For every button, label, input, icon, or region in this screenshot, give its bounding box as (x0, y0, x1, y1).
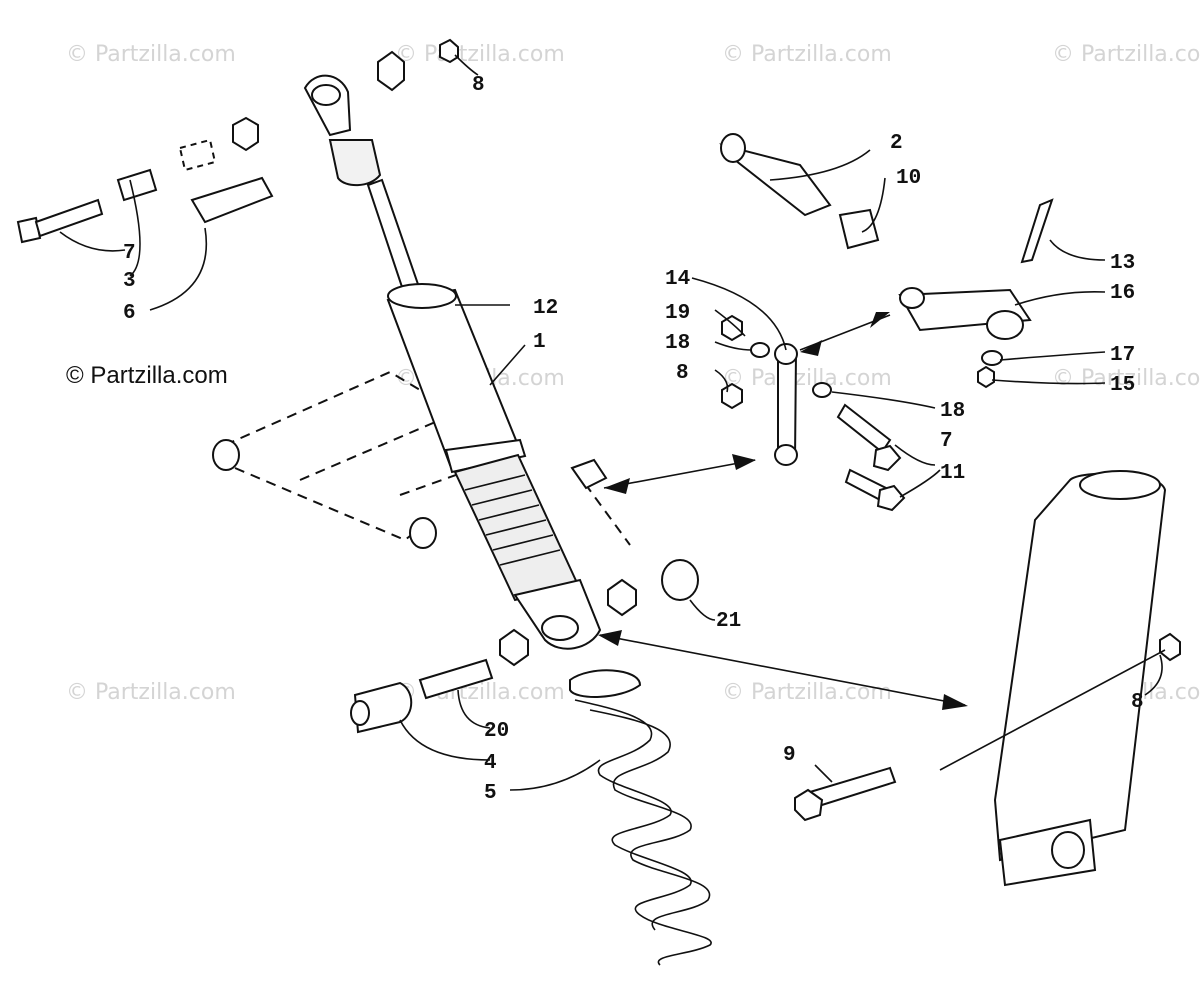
linkage-assembly (719, 133, 1054, 512)
callout-21: 21 (716, 610, 741, 633)
watermark: © Partzilla.com (66, 680, 236, 705)
callout-3: 3 (123, 270, 136, 293)
callout-8-mid: 8 (676, 362, 689, 385)
callout-18-right: 18 (940, 400, 965, 423)
bottom-mount-hardware (350, 559, 699, 734)
callout-18-left: 18 (665, 332, 690, 355)
spindle (794, 470, 1181, 887)
copyright-credit: © Partzilla.com (66, 362, 228, 389)
leader-lines (59, 54, 1166, 791)
watermark: © Partzilla.com (395, 42, 565, 67)
callout-7-mid: 7 (940, 430, 953, 453)
watermark: © Partzilla.com (66, 42, 236, 67)
callout-11: 11 (940, 462, 965, 485)
top-mount-hardware (16, 38, 459, 244)
callout-17: 17 (1110, 344, 1135, 367)
shock-absorber (303, 74, 602, 650)
callout-16: 16 (1110, 282, 1135, 305)
callout-7-left: 7 (123, 242, 136, 265)
callout-2: 2 (890, 132, 903, 155)
callout-12: 12 (533, 297, 558, 320)
callout-9: 9 (783, 744, 796, 767)
callout-8-right: 8 (1131, 691, 1144, 714)
watermark: © Partzilla.com (722, 42, 892, 67)
callout-numbers: 8 7 3 6 12 1 2 10 13 16 17 15 14 19 18 8… (123, 74, 1144, 805)
callout-19: 19 (665, 302, 690, 325)
callout-15: 15 (1110, 374, 1135, 397)
callout-20: 20 (484, 720, 509, 743)
watermark: © Partzilla.com (1052, 366, 1200, 391)
watermark: © Partzilla.com (1052, 42, 1200, 67)
callout-5: 5 (484, 782, 497, 805)
callout-8-top: 8 (472, 74, 485, 97)
callout-1: 1 (533, 331, 546, 354)
watermark: © Partzilla.com (722, 366, 892, 391)
swing-arm-outline (212, 370, 631, 549)
callout-14: 14 (665, 268, 690, 291)
callout-4: 4 (484, 752, 497, 775)
callout-6: 6 (123, 302, 136, 325)
watermark: © Partzilla.com (722, 680, 892, 705)
callout-13: 13 (1110, 252, 1135, 275)
spring (569, 669, 712, 966)
callout-10: 10 (896, 167, 921, 190)
